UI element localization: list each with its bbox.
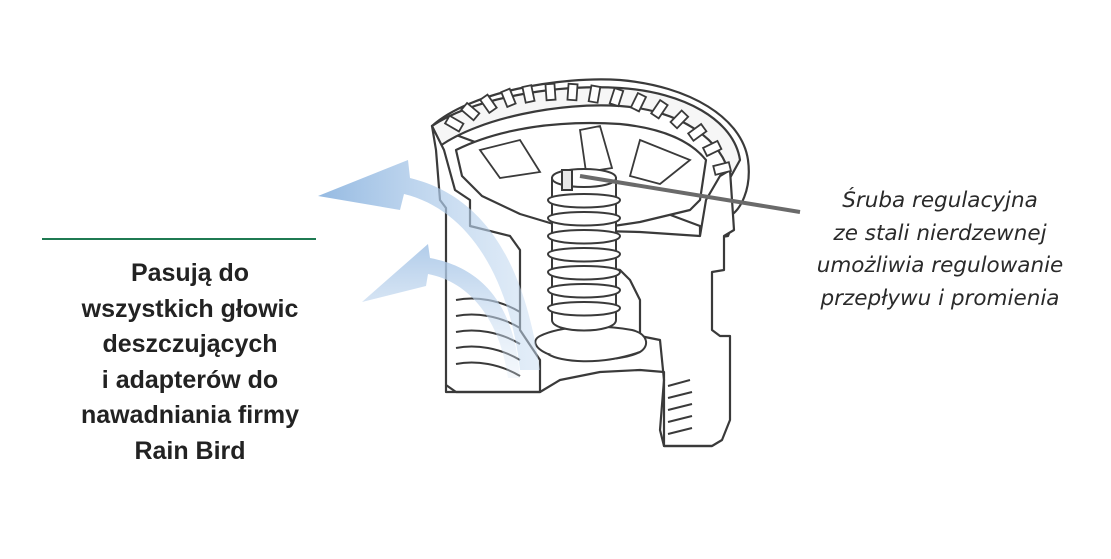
water-flow-arrow xyxy=(318,160,540,378)
divider-rule xyxy=(42,238,316,240)
compatibility-line: wszystkich głowic xyxy=(81,294,299,323)
compatibility-line: i adapterów do xyxy=(101,365,279,394)
compatibility-line: Pasują do xyxy=(130,259,250,287)
screw-callout-caption: Śruba regulacyjna ze stali nierdzewnej u… xyxy=(770,185,1110,315)
compatibility-line: Rain Bird xyxy=(134,436,246,465)
compatibility-line: nawadniania firmy xyxy=(80,401,300,429)
callout-line: umożliwia regulowanie xyxy=(816,253,1064,278)
inner-vanes xyxy=(478,124,692,185)
leader-line xyxy=(579,174,801,214)
adjustment-screw xyxy=(546,168,622,332)
callout-line: ze stali nierdzewnej xyxy=(833,220,1047,246)
compatibility-caption: Pasują do wszystkich głowic deszczującyc… xyxy=(40,256,340,469)
ring-slots xyxy=(443,82,733,176)
compatibility-line: deszczujących xyxy=(102,330,278,358)
callout-line: przepływu i promienia xyxy=(820,285,1060,311)
right-threads xyxy=(667,379,693,435)
seat-disk xyxy=(534,325,648,363)
callout-line: Śruba regulacyjna xyxy=(842,188,1038,213)
